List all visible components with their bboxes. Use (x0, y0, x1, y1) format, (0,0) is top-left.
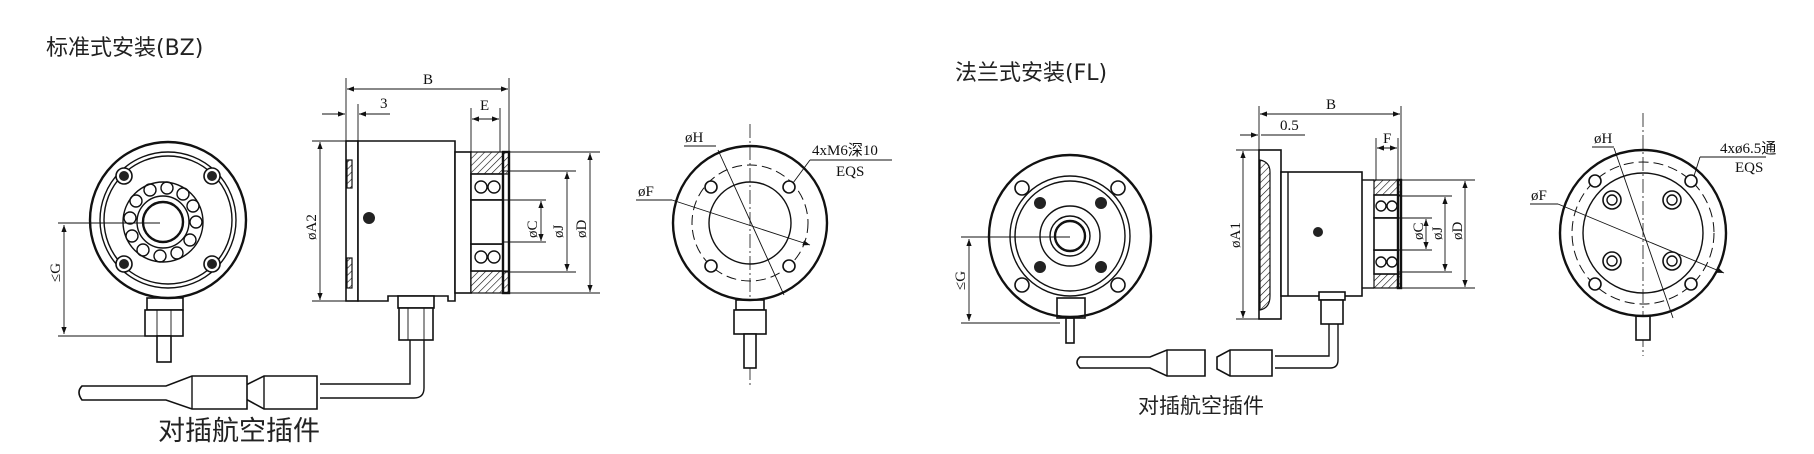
dim-c: øC (525, 220, 541, 238)
fl-aviation-connector: 对插航空插件 (1076, 349, 1273, 418)
flange-mount-title: 法兰式安装(FL) (955, 61, 1107, 86)
eqs-label: EQS (836, 164, 864, 180)
bolt-icon (115, 167, 221, 273)
dim-b: B (1326, 97, 1336, 113)
dim-e: E (480, 98, 489, 114)
eqs-label: EQS (1735, 160, 1763, 176)
fl-front-view: ≤G (953, 153, 1153, 344)
mount-hole-icon (1014, 180, 1126, 293)
bz-back-view: øH øF 4xM6深10 EQS (636, 124, 892, 388)
fl-back-view: øH øF 4xø6.5通 EQS (1530, 113, 1776, 356)
dim-d: øD (1450, 222, 1466, 241)
flange-mount-section: 法兰式安装(FL) ≤G (953, 61, 1776, 418)
through-hole-icon (1588, 174, 1698, 291)
dim-f-width: F (1383, 131, 1391, 147)
bz-front-view: ≤G (48, 140, 248, 363)
dim-a1: øA1 (1228, 222, 1244, 248)
dim-0-5: 0.5 (1280, 118, 1299, 134)
standard-mount-section: 标准式安装(BZ) (46, 36, 892, 447)
dim-a2: øA2 (304, 214, 320, 240)
dim-h: øH (685, 130, 704, 146)
dim-j: øJ (1430, 227, 1446, 241)
dim-c: øC (1411, 222, 1427, 240)
dim-h: øH (1594, 131, 1613, 147)
dim-j: øJ (551, 225, 567, 239)
dim-g: ≤G (48, 263, 64, 282)
dim-g: ≤G (953, 271, 969, 290)
bolt-icon (1034, 197, 1107, 273)
dim-f: øF (1531, 188, 1547, 204)
bolt-icon (1602, 190, 1682, 271)
bz-side-view: B 3 E øA2 øD øJ øC (304, 72, 600, 399)
standard-mount-title: 标准式安装(BZ) (46, 36, 203, 61)
dim-d: øD (574, 220, 590, 239)
dim-f: øF (638, 184, 654, 200)
bearing-icon (122, 181, 204, 263)
bz-aviation-connector: 对插航空插件 (78, 375, 320, 447)
fl-side-view: B 0.5 F øA1 øD øJ øC (1228, 97, 1475, 369)
threaded-hole-icon (704, 180, 796, 273)
connector-label: 对插航空插件 (158, 416, 320, 447)
dim-b: B (423, 72, 433, 88)
hole-note: 4xø6.5通 (1720, 140, 1776, 157)
hole-note: 4xM6深10 (812, 142, 878, 159)
dim-3: 3 (380, 96, 388, 112)
connector-label: 对插航空插件 (1138, 394, 1264, 418)
